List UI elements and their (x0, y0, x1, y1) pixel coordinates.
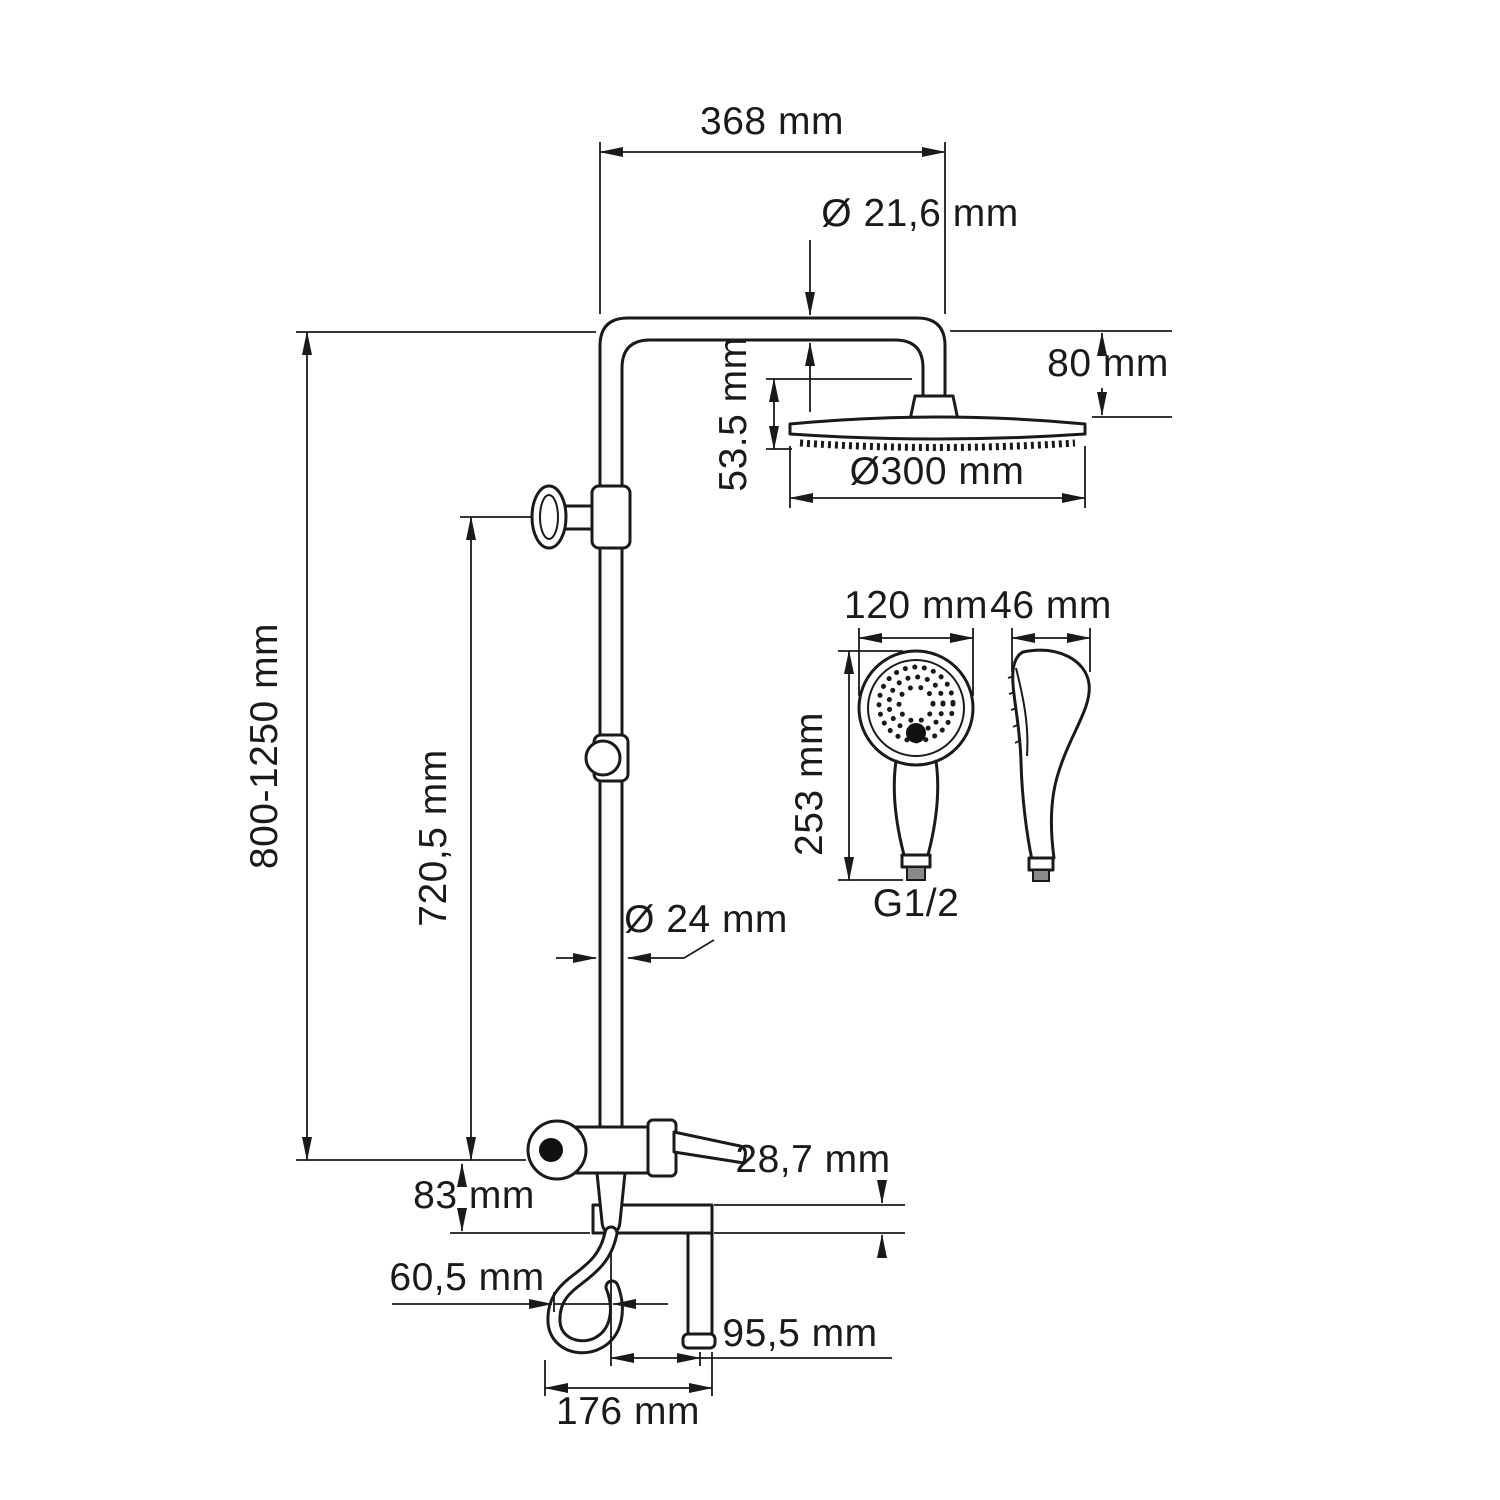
shower-hose-highlight (549, 1228, 621, 1352)
hand-shower-connector (900, 853, 932, 869)
extension-line (599, 142, 946, 314)
diverter-knob (539, 1138, 563, 1162)
dim-label-riser-length: 720,5 mm (412, 749, 455, 926)
dim-spout-reach: 95,5 mm (610, 1312, 892, 1366)
hand-shower-side-outline (1011, 648, 1091, 862)
riser-arm-outer-contour (598, 316, 947, 1130)
dim-label-head-offset: 53.5 mm (712, 336, 755, 491)
riser-arm-inner-contour (620, 338, 925, 1130)
dim-label-hand-shower-depth: 46 mm (990, 584, 1112, 627)
dim-arm-reach: 368 mm (599, 100, 946, 314)
dim-hand-shower-length: 253 mm (788, 650, 903, 881)
mode-button (906, 723, 926, 743)
extension-line (950, 330, 1172, 418)
hand-shower-side-connector (1027, 856, 1055, 872)
dim-mixer-width: 176 mm (544, 1352, 713, 1433)
hand-shower-side-face-line (1015, 667, 1029, 757)
rain-shower-head (788, 415, 1087, 441)
mixer-handle (672, 1130, 747, 1165)
extension-line (553, 1252, 612, 1312)
extension-line (296, 331, 596, 1161)
dim-label-spout-plate-thickness: 28,7 mm (735, 1138, 890, 1181)
dim-label-hand-shower-width: 120 mm (844, 584, 988, 627)
dim-label-rain-head-diameter: Ø300 mm (850, 450, 1025, 493)
hand-shower-thread-nut (906, 866, 926, 881)
label-connection-thread: G1/2 (873, 882, 960, 925)
dim-head-drop: 80 mm (950, 330, 1172, 418)
dim-hose-offset: 60,5 mm (389, 1252, 668, 1312)
spout-outlet (681, 1332, 717, 1350)
dim-label-arm-tube-diameter: Ø 21,6 mm (821, 192, 1018, 235)
dim-label-mixer-height: 83 mm (413, 1174, 535, 1217)
slider-knob (584, 739, 622, 777)
dim-arm-tube-diameter: Ø 21,6 mm (805, 192, 1018, 412)
wall-bracket-flange-inner (539, 494, 559, 540)
riser-clamp (590, 484, 632, 550)
hand-shower-side-view (1007, 648, 1091, 882)
dim-label-head-drop: 80 mm (1047, 342, 1169, 385)
hand-shower-handle (892, 759, 940, 857)
handshower-holder (595, 1171, 627, 1235)
hand-shower-front-view (857, 649, 975, 881)
dim-rain-head-diameter: Ø300 mm (789, 446, 1086, 508)
dim-label-column-height-range: 800-1250 mm (243, 623, 286, 869)
dim-label-arm-reach: 368 mm (700, 100, 844, 143)
dim-hand-shower-width: 120 mm (844, 584, 988, 696)
rain-head-nozzles (799, 439, 1076, 451)
hand-shower-side-thread-nut (1032, 869, 1050, 882)
dim-label-mixer-width: 176 mm (556, 1390, 700, 1433)
handle-pivot (646, 1118, 678, 1178)
nozzle-dots-ring-inner (896, 684, 936, 724)
dim-column-height-range: 800-1250 mm (243, 331, 596, 1161)
leader-line (627, 939, 715, 963)
dim-riser-length: 720,5 mm (412, 516, 532, 1161)
dim-mixer-height: 83 mm (413, 1163, 590, 1234)
dim-label-riser-tube-diameter: Ø 24 mm (624, 898, 788, 941)
dim-hand-shower-depth: 46 mm (990, 584, 1112, 672)
dim-head-offset: 53.5 mm (712, 336, 912, 492)
dim-label-spout-reach: 95,5 mm (722, 1312, 877, 1355)
dim-riser-tube-diameter: Ø 24 mm (556, 898, 788, 963)
dim-spout-plate-thickness: 28,7 mm (714, 1138, 905, 1258)
extension-line (714, 1204, 905, 1234)
dim-label-hand-shower-length: 253 mm (788, 712, 831, 856)
hand-shower-faceplate (867, 659, 965, 757)
dim-label-hose-offset: 60,5 mm (389, 1256, 544, 1299)
dimension-annotations: 368 mm Ø 21,6 mm 80 mm 53.5 mm Ø300 mm (243, 100, 1172, 1433)
hand-shower-side-nozzle-ticks (1007, 675, 1022, 744)
spout-body (686, 1231, 714, 1338)
shower-column-drawing (526, 316, 1087, 1355)
